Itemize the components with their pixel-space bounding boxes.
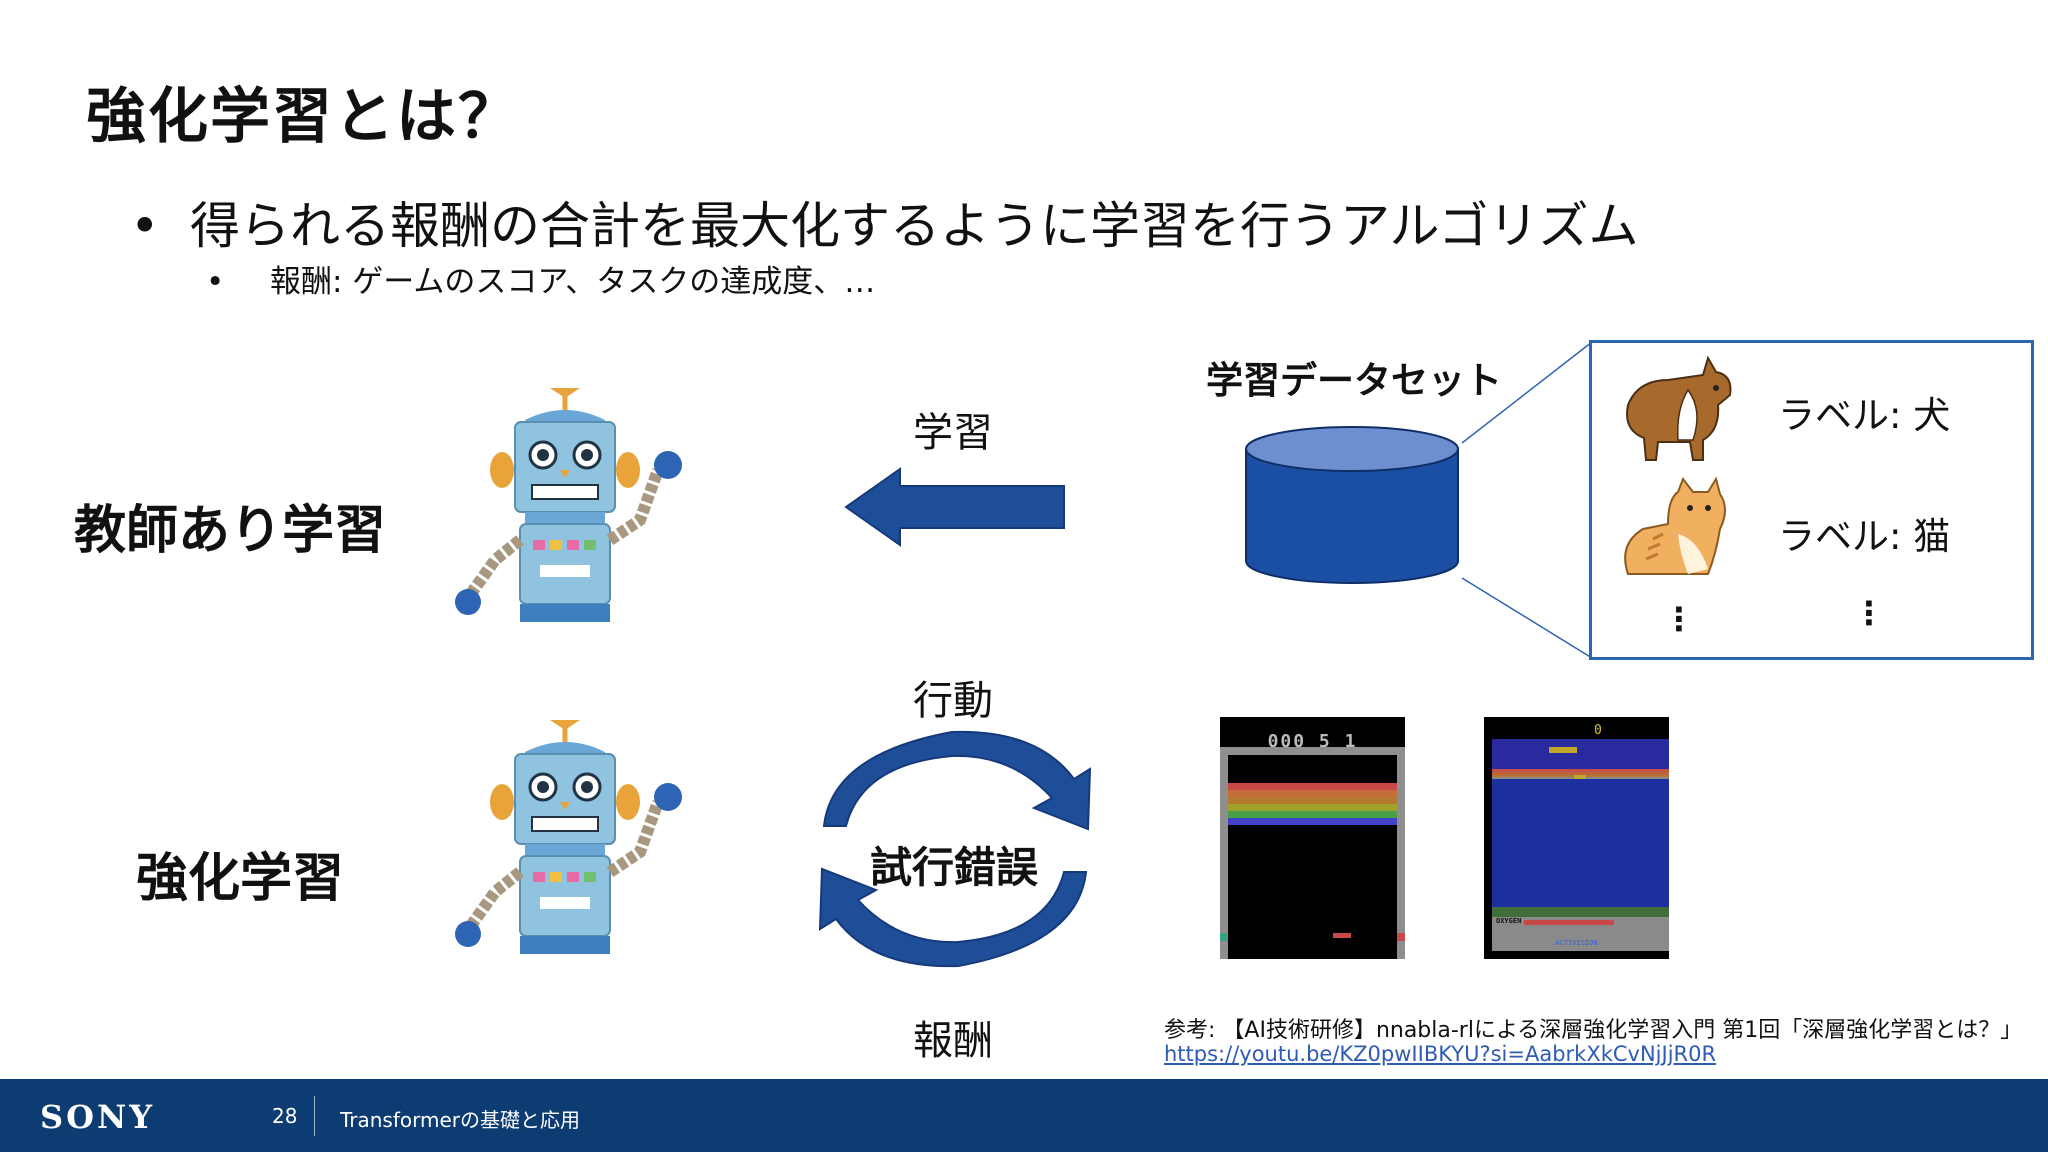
reference-text: 参考: 【AI技術研修】nnabla-rlによる深層強化学習入門 第1回「深層強… (1164, 1018, 2023, 1043)
page-number: 28 (272, 1104, 298, 1128)
zoom-connector-lines (1461, 341, 1593, 659)
seaquest-brand-label: ACTIVISION (1555, 939, 1598, 947)
bullet-dot: • (206, 264, 225, 300)
bullet-dot: • (130, 197, 160, 255)
dog-illustration (1626, 355, 1732, 461)
dog-label: ラベル: 犬 (1778, 394, 1951, 437)
seaquest-game-screenshot: 0 OXYGEN ACTIVISION (1484, 717, 1669, 959)
main-bullet: • 得られる報酬の合計を最大化するように学習を行うアルゴリズム (130, 186, 1639, 258)
robot-illustration-bottom (455, 720, 682, 954)
reward-label: 報酬 (913, 1018, 993, 1064)
breakout-game-screenshot: 000 5 1 (1220, 717, 1405, 959)
database-cylinder-icon (1245, 426, 1459, 584)
ellipsis-left: ⋮ (1663, 600, 1695, 638)
action-label: 行動 (913, 678, 993, 724)
reference-link[interactable]: https://youtu.be/KZ0pwIIBKYU?si=AabrkXkC… (1164, 1042, 1717, 1066)
cat-label: ラベル: 猫 (1778, 515, 1951, 558)
left-arrow-icon (844, 467, 1065, 547)
slide-title: 強化学習とは？ (86, 82, 520, 152)
sony-logo: SONY (40, 1098, 156, 1136)
seaquest-score: 0 (1594, 723, 1602, 738)
seaquest-oxygen-label: OXYGEN (1496, 917, 1522, 925)
cat-illustration (1624, 476, 1726, 575)
cycle-arrows-icon (818, 730, 1092, 968)
footer-title: Transformerの基礎と応用 (340, 1108, 581, 1132)
footer-bar (0, 1079, 2048, 1152)
breakout-score: 000 5 1 (1267, 731, 1358, 752)
dataset-examples-box (1589, 340, 2034, 660)
sub-bullet: • 報酬: ゲームのスコア、タスクの達成度、… (206, 256, 875, 301)
rl-row-label: 強化学習 (136, 849, 345, 909)
robot-illustration-top (455, 388, 682, 622)
footer-divider (314, 1096, 315, 1136)
dataset-label: 学習データセット (1206, 359, 1502, 402)
trial-and-error-label: 試行錯誤 (870, 843, 1039, 892)
main-bullet-text: 得られる報酬の合計を最大化するように学習を行うアルゴリズム (190, 197, 1639, 255)
supervised-row-label: 教師あり学習 (74, 501, 387, 561)
sub-bullet-text: 報酬: ゲームのスコア、タスクの達成度、… (270, 264, 876, 300)
learn-arrow-label: 学習 (913, 410, 993, 456)
ellipsis-right: ⋮ (1853, 594, 1885, 632)
